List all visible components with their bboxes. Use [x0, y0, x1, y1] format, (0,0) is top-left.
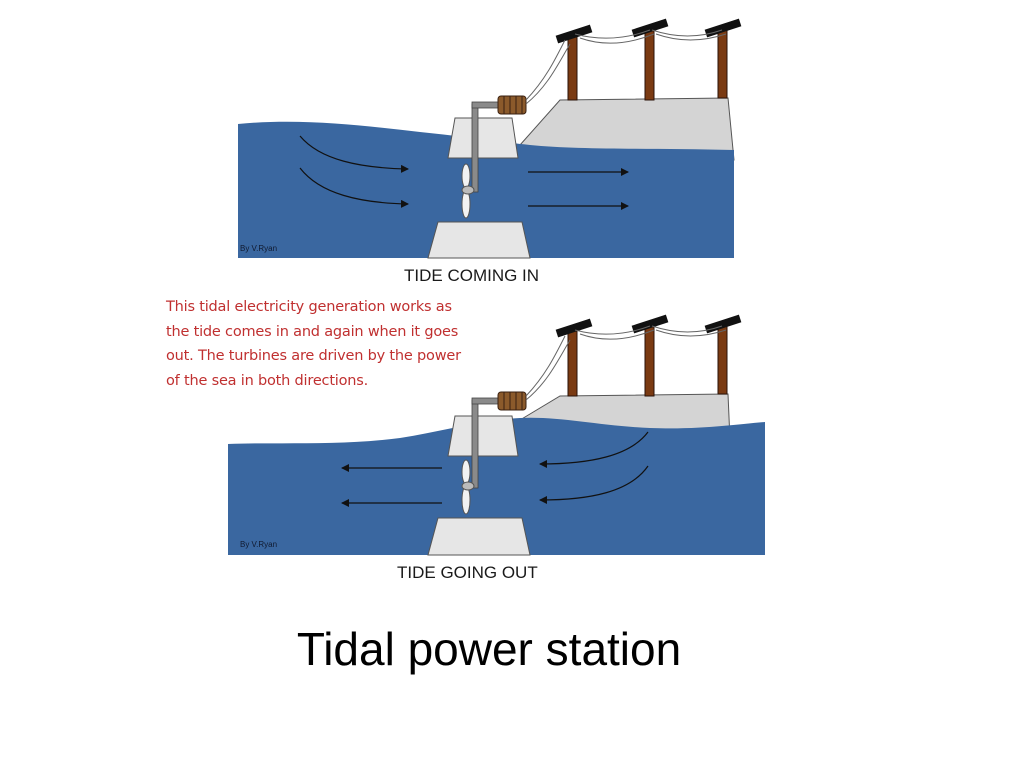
power-pole-icon: [704, 314, 742, 395]
turbine-housing: [447, 415, 519, 457]
turbine-shaft: [471, 399, 479, 489]
panel-tide-coming-in: [238, 18, 742, 259]
sea-water: [228, 417, 765, 555]
power-pole-icon: [704, 18, 742, 99]
description-line: of the sea in both directions.: [166, 372, 369, 389]
turbine-base: [427, 517, 531, 556]
power-pole-icon: [631, 314, 669, 397]
description-line: This tidal electricity generation works …: [166, 299, 452, 315]
generator-icon: [497, 95, 527, 115]
generator-icon: [497, 391, 527, 411]
power-wires: [525, 29, 727, 105]
sea-water: [238, 121, 734, 258]
flow-arrows: [341, 431, 649, 507]
credit-label: By V.Ryan: [240, 540, 278, 549]
description-line: out. The turbines are driven by the powe…: [166, 348, 461, 364]
description-line: the tide comes in and again when it goes: [166, 323, 459, 340]
propeller-icon: [461, 163, 475, 219]
caption-tide-coming-in: TIDE COMING IN: [404, 266, 540, 285]
flow-arrows: [299, 135, 629, 210]
power-pole-icon: [555, 24, 593, 101]
power-wires: [525, 325, 727, 401]
caption-tide-going-out: TIDE GOING OUT: [397, 563, 538, 582]
page-title: Tidal power station: [296, 623, 682, 675]
credit-label: By V.Ryan: [240, 244, 278, 253]
power-pole-icon: [631, 18, 669, 101]
turbine-shaft: [471, 103, 479, 193]
panel-tide-going-out: [228, 314, 765, 556]
propeller-icon: [461, 459, 475, 515]
description-text: This tidal electricity generation works …: [166, 295, 496, 393]
power-pole-icon: [555, 318, 593, 397]
turbine-housing: [447, 117, 519, 159]
turbine-base: [427, 221, 531, 259]
